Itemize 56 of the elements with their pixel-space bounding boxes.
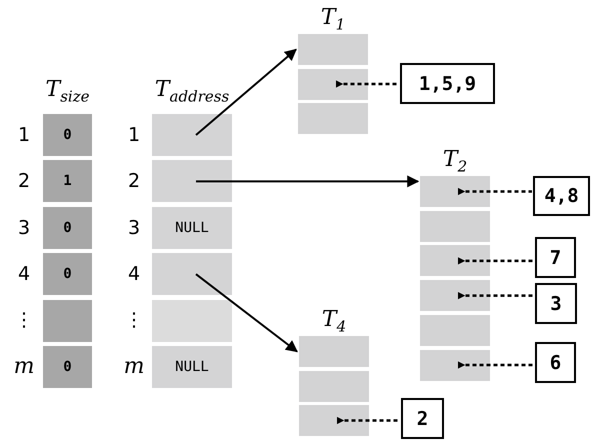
table-cell bbox=[152, 160, 232, 202]
table-cell: 0 bbox=[43, 253, 92, 296]
table-cell bbox=[298, 34, 368, 65]
table-cell bbox=[152, 114, 232, 156]
table-heading: T$_{1}$ bbox=[320, 4, 346, 36]
table-cell: NULL bbox=[152, 206, 232, 249]
table-cell bbox=[298, 68, 368, 100]
table-cell bbox=[420, 280, 490, 312]
table-cell bbox=[420, 245, 490, 276]
row-index: 4 bbox=[126, 262, 142, 286]
row-index: 2 bbox=[126, 169, 142, 193]
table-cell bbox=[299, 336, 369, 367]
row-index: ⋮ bbox=[124, 308, 144, 332]
table-cell: 0 bbox=[43, 114, 92, 156]
dotted-pointer bbox=[458, 361, 534, 369]
row-index: 3 bbox=[16, 216, 32, 240]
dotted-pointer bbox=[336, 80, 399, 88]
value-box: 4,8 bbox=[533, 176, 590, 216]
table-heading: T$_{size}$ bbox=[44, 76, 90, 108]
dotted-pointer bbox=[458, 188, 532, 196]
table-cell bbox=[420, 314, 490, 346]
value-box: 6 bbox=[535, 342, 576, 383]
table-cell bbox=[299, 405, 369, 436]
row-index: 4 bbox=[16, 262, 32, 286]
dotted-pointer bbox=[458, 257, 534, 265]
table-heading: T$_{4}$ bbox=[320, 306, 348, 338]
row-index: 1 bbox=[16, 123, 32, 147]
row-index: ⋮ bbox=[14, 308, 34, 332]
row-index: 3 bbox=[126, 216, 142, 240]
row-index: 1 bbox=[126, 123, 142, 147]
table-cell bbox=[152, 253, 232, 296]
arrow bbox=[195, 273, 298, 352]
value-box: 3 bbox=[535, 283, 577, 324]
dotted-pointer bbox=[458, 292, 534, 300]
table-cell: 0 bbox=[43, 346, 92, 388]
table-cell: 0 bbox=[43, 206, 92, 249]
table-cell bbox=[298, 103, 368, 134]
arrow bbox=[196, 175, 420, 188]
row-index: m bbox=[12, 355, 36, 379]
row-index: m bbox=[122, 355, 146, 379]
table-cell: 1 bbox=[43, 160, 92, 202]
dotted-pointer bbox=[336, 416, 400, 424]
table-cell bbox=[420, 350, 490, 380]
value-box: 2 bbox=[401, 398, 444, 439]
table-cell: NULL bbox=[152, 346, 232, 388]
row-index: 2 bbox=[16, 169, 32, 193]
table-cell bbox=[420, 176, 490, 207]
table-cell bbox=[299, 370, 369, 402]
table-cell bbox=[420, 210, 490, 242]
table-heading: T$_{address}$ bbox=[154, 76, 230, 108]
table-heading: T$_{2}$ bbox=[442, 146, 468, 178]
table-cell bbox=[43, 300, 92, 342]
arrow bbox=[195, 48, 297, 136]
value-box: 1,5,9 bbox=[400, 63, 495, 104]
table-cell bbox=[152, 300, 232, 342]
value-box: 7 bbox=[535, 237, 576, 278]
